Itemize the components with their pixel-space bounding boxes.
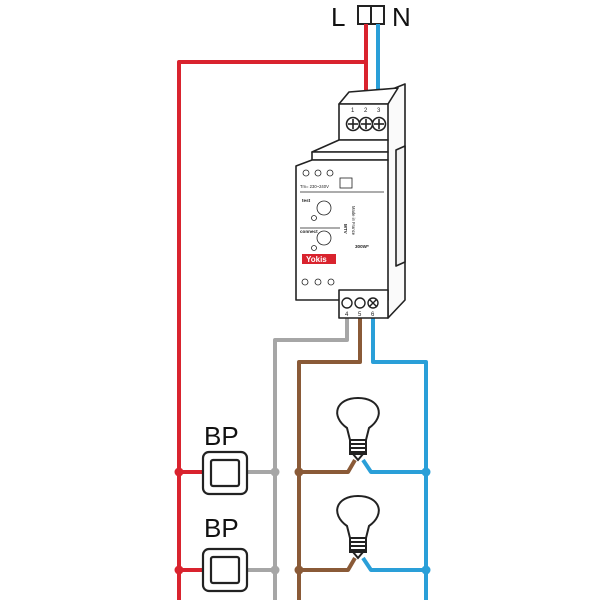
made-in-label: Made in France	[351, 206, 356, 236]
din-module	[295, 83, 406, 319]
light-bulb-2	[336, 494, 380, 560]
junction-dots	[174, 467, 431, 575]
supply-terminal-block	[357, 5, 385, 25]
push-button-2	[201, 547, 249, 593]
test-button-label: test	[302, 198, 311, 203]
lamp-branch-lamp2	[299, 556, 357, 572]
top-terminal-screws	[345, 116, 387, 132]
terminal-number-2: 2	[364, 108, 368, 114]
terminal-number-3: 3	[377, 108, 381, 114]
neutral-branch-lamp1	[361, 458, 426, 474]
push-button-2-label: BP	[204, 513, 239, 543]
line-wire	[177, 24, 368, 600]
neutral-wire-out	[371, 318, 428, 600]
neutral-label: N	[392, 2, 411, 32]
module-front-panel	[300, 169, 384, 286]
terminal-number-6: 6	[371, 312, 375, 318]
line-label: L	[331, 2, 345, 32]
terminal-number-1: 1	[351, 108, 355, 114]
terminal-number-5: 5	[358, 312, 362, 318]
push-button-1-label: BP	[204, 421, 239, 451]
terminal-number-4: 4	[345, 312, 349, 318]
bottom-terminal-screws	[341, 297, 379, 309]
brand-label: Yokis	[306, 255, 327, 264]
push-button-1	[201, 450, 249, 496]
light-bulb-1	[336, 396, 380, 462]
lamp-branch-lamp1	[299, 458, 357, 474]
connect-button-label: connect	[300, 229, 318, 234]
power-label: 300W*	[355, 244, 369, 249]
brand-badge	[302, 254, 336, 264]
neutral-branch-lamp2	[361, 556, 426, 572]
model-label: MTV	[343, 224, 348, 235]
lamp-wire	[297, 318, 362, 600]
voltage-label: Tm= 230~240V	[300, 184, 329, 189]
